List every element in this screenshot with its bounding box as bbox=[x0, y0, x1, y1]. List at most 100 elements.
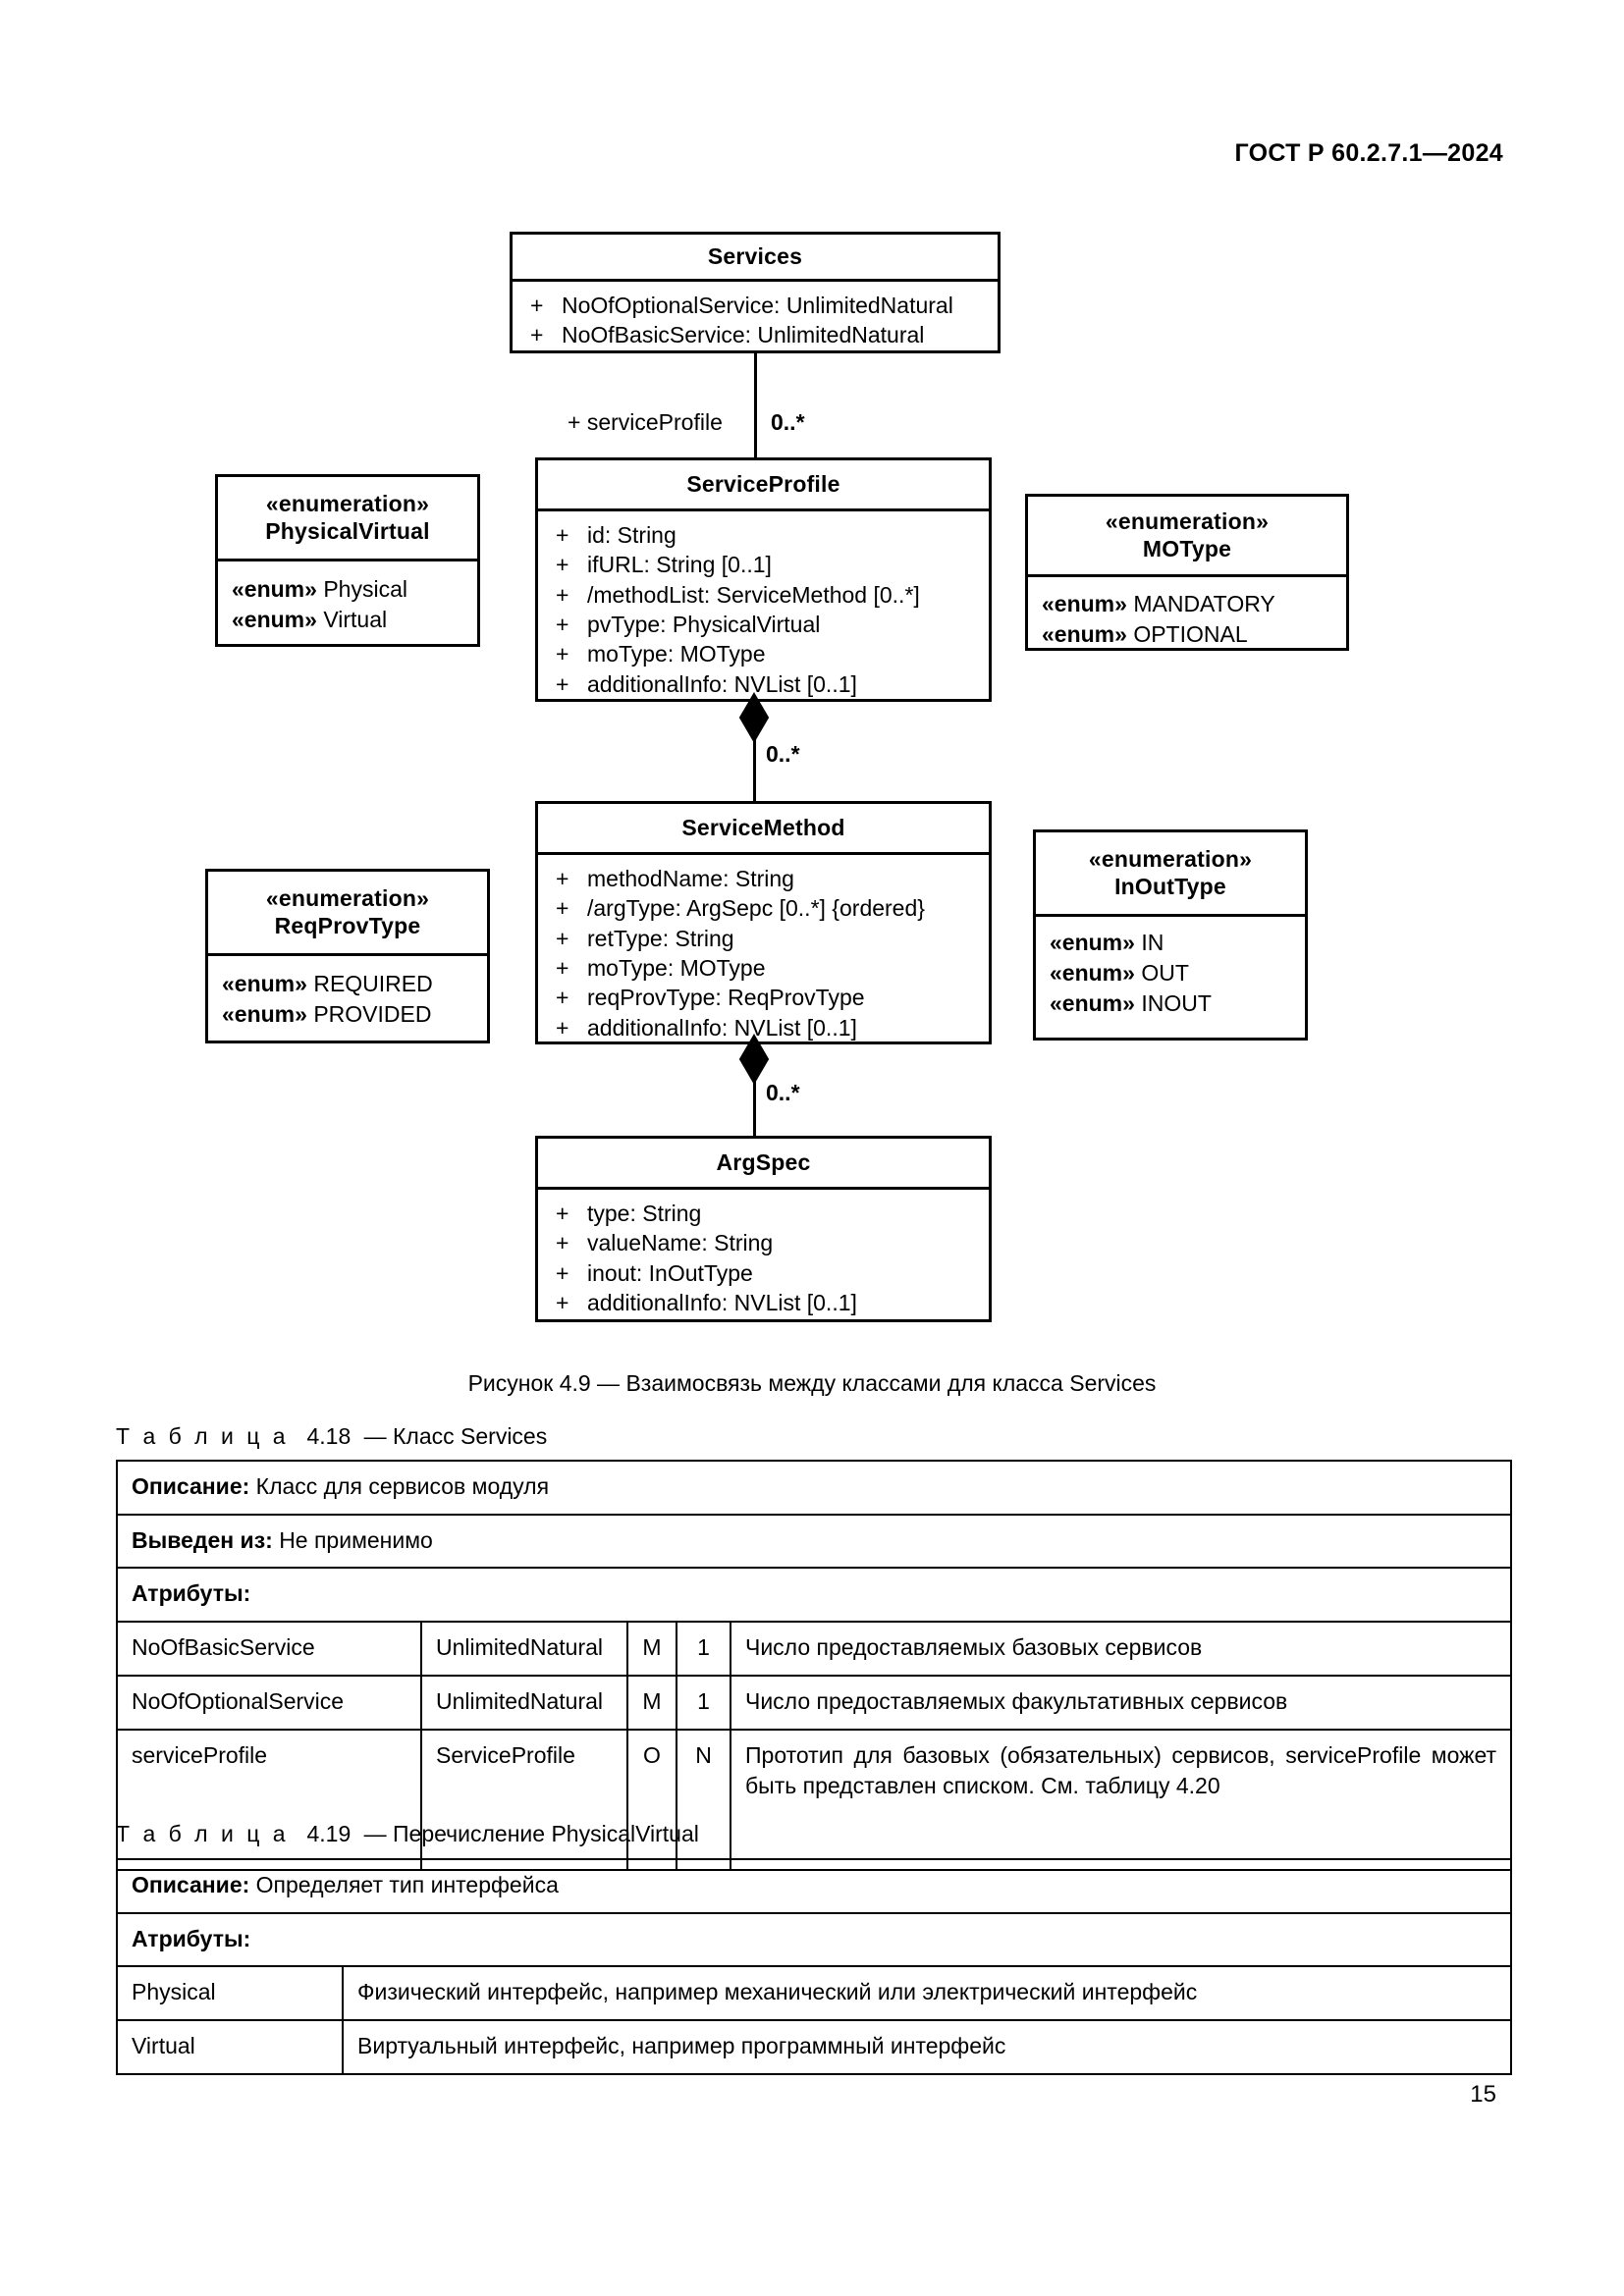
table-caption-number: 4.19 bbox=[306, 1821, 352, 1846]
attributes-label: Атрибуты: bbox=[132, 1580, 251, 1607]
uml-class-services-attributes: + NoOfOptionalService: UnlimitedNatural … bbox=[513, 282, 998, 360]
uml-class-servicemethod-title: ServiceMethod bbox=[681, 815, 845, 840]
attribute-row: + /methodList: ServiceMethod [0..*] bbox=[538, 580, 989, 610]
attribute-row: + additionalInfo: NVList [0..1] bbox=[538, 1013, 989, 1042]
table-row: Атрибуты: bbox=[115, 1567, 1513, 1624]
description-value: Класс для сервисов модуля bbox=[255, 1473, 550, 1499]
attribute-row: + additionalInfo: NVList [0..1] bbox=[538, 669, 989, 699]
attribute-mo-cell: M bbox=[626, 1674, 677, 1731]
attribute-row: + valueName: String bbox=[538, 1228, 989, 1257]
literal-value: INOUT bbox=[1141, 989, 1212, 1016]
literal-value: OPTIONAL bbox=[1133, 620, 1248, 647]
enumeration-name: MOType bbox=[1142, 536, 1232, 562]
attribute-row: + reqProvType: ReqProvType bbox=[538, 983, 989, 1012]
table-cell-description: Описание: Класс для сервисов модуля bbox=[115, 1460, 1513, 1516]
attribute-row: + ifURL: String [0..1] bbox=[538, 550, 989, 579]
literal-stereotype: «enum» bbox=[222, 971, 307, 997]
attribute-name-cell: Virtual bbox=[116, 2019, 344, 2075]
uml-class-diagram: Services + NoOfOptionalService: Unlimite… bbox=[205, 232, 1349, 1322]
attribute-mo-cell: O bbox=[626, 1728, 677, 1871]
attribute-type-cell: UnlimitedNatural bbox=[420, 1674, 628, 1731]
attribute-text: additionalInfo: NVList [0..1] bbox=[587, 1290, 857, 1316]
stereotype-label: «enumeration» bbox=[265, 885, 430, 911]
uml-class-servicemethod: ServiceMethod + methodName: String + /ar… bbox=[535, 801, 992, 1044]
literal-stereotype: «enum» bbox=[232, 576, 317, 603]
visibility-marker: + bbox=[556, 1259, 569, 1286]
uml-divider bbox=[538, 1187, 989, 1191]
attribute-cardinality-cell: 1 bbox=[676, 1674, 731, 1731]
table-row: serviceProfile ServiceProfile O N Протот… bbox=[116, 1728, 1513, 1871]
association-role-label: + serviceProfile bbox=[568, 409, 723, 435]
description-label: Описание: bbox=[132, 1872, 250, 1897]
attributes-label: Атрибуты: bbox=[132, 1925, 251, 1951]
attribute-row: + /argType: ArgSepc [0..*] {ordered} bbox=[538, 893, 989, 923]
association-multiplicity: 0..* bbox=[766, 741, 800, 767]
enumeration-literal: «enum» Virtual bbox=[218, 605, 477, 635]
uml-divider bbox=[513, 279, 998, 283]
table-row: Описание: Определяет тип интерфейса bbox=[115, 1858, 1513, 1914]
attribute-text: additionalInfo: NVList [0..1] bbox=[587, 1014, 857, 1041]
uml-divider bbox=[538, 508, 989, 512]
page-number: 15 bbox=[1470, 2081, 1496, 2108]
uml-enumeration-physicalvirtual-literals: «enum» Physical «enum» Virtual bbox=[218, 561, 477, 645]
table-caption-number: 4.18 bbox=[306, 1423, 352, 1449]
uml-divider bbox=[538, 852, 989, 856]
attribute-text: additionalInfo: NVList [0..1] bbox=[587, 670, 857, 697]
literal-stereotype: «enum» bbox=[222, 1000, 307, 1027]
visibility-marker: + bbox=[556, 612, 569, 638]
attribute-row: + NoOfOptionalService: UnlimitedNatural bbox=[513, 291, 998, 320]
visibility-marker: + bbox=[556, 670, 569, 697]
literal-value: Physical bbox=[323, 576, 407, 603]
literal-stereotype: «enum» bbox=[1050, 989, 1135, 1016]
attribute-description-cell: Число предоставляемых факультативных сер… bbox=[729, 1674, 1513, 1731]
association-multiplicity: 0..* bbox=[766, 1080, 800, 1105]
uml-enumeration-inouttype-title: «enumeration» InOutType bbox=[1036, 832, 1305, 914]
attribute-name-cell: Physical bbox=[116, 1965, 344, 2022]
visibility-marker: + bbox=[556, 1230, 569, 1256]
attribute-row: + type: String bbox=[538, 1199, 989, 1228]
visibility-marker: + bbox=[530, 322, 544, 348]
attribute-text: methodName: String bbox=[587, 866, 794, 892]
table-row: Virtual Виртуальный интерфейс, например … bbox=[116, 2019, 1513, 2075]
attribute-row: + id: String bbox=[538, 520, 989, 550]
attribute-text: valueName: String bbox=[587, 1230, 774, 1256]
table-4-18: Описание: Класс для сервисов модуля Выве… bbox=[115, 1460, 1513, 1871]
attribute-text: NoOfOptionalService: UnlimitedNatural bbox=[562, 293, 953, 319]
literal-value: MANDATORY bbox=[1133, 591, 1275, 617]
literal-value: PROVIDED bbox=[313, 1000, 432, 1027]
attribute-row: + NoOfBasicService: UnlimitedNatural bbox=[513, 320, 998, 349]
enumeration-literal: «enum» PROVIDED bbox=[208, 999, 487, 1030]
uml-divider bbox=[208, 953, 487, 957]
visibility-marker: + bbox=[556, 552, 569, 578]
table-caption-prefix: Т а б л и ц а bbox=[116, 1821, 290, 1846]
derived-from-value: Не применимо bbox=[279, 1526, 433, 1553]
table-row: Атрибуты: bbox=[115, 1911, 1513, 1968]
table-cell-attributes-header: Атрибуты: bbox=[115, 1567, 1513, 1624]
stereotype-label: «enumeration» bbox=[1088, 846, 1253, 872]
literal-stereotype: «enum» bbox=[1042, 620, 1127, 647]
attribute-type-cell: ServiceProfile bbox=[420, 1728, 628, 1871]
visibility-marker: + bbox=[556, 641, 569, 667]
visibility-marker: + bbox=[556, 1014, 569, 1041]
table-caption-prefix: Т а б л и ц а bbox=[116, 1423, 290, 1449]
attribute-text: retType: String bbox=[587, 925, 734, 951]
association-line-servicemethod-argspec bbox=[753, 1076, 756, 1145]
enumeration-name: ReqProvType bbox=[274, 913, 421, 939]
visibility-marker: + bbox=[556, 955, 569, 982]
table-row: Описание: Класс для сервисов модуля bbox=[115, 1460, 1513, 1516]
enumeration-literal: «enum» MANDATORY bbox=[1028, 589, 1346, 619]
uml-enumeration-inouttype-literals: «enum» IN «enum» OUT «enum» INOUT bbox=[1036, 917, 1305, 1028]
attribute-cardinality-cell: N bbox=[676, 1728, 731, 1871]
attribute-description-cell: Физический интерфейс, например механичес… bbox=[341, 1965, 1513, 2022]
visibility-marker: + bbox=[556, 895, 569, 922]
uml-class-argspec: ArgSpec + type: String + valueName: Stri… bbox=[535, 1136, 992, 1322]
figure-caption: Рисунок 4.9 — Взаимосвязь между классами… bbox=[467, 1370, 1157, 1396]
literal-stereotype: «enum» bbox=[1050, 959, 1135, 986]
table-row: Physical Физический интерфейс, например … bbox=[116, 1965, 1513, 2022]
table-row: NoOfBasicService UnlimitedNatural M 1 Чи… bbox=[116, 1621, 1513, 1677]
uml-class-argspec-title: ArgSpec bbox=[716, 1149, 811, 1175]
attribute-name-cell: NoOfOptionalService bbox=[116, 1674, 422, 1731]
attribute-text: moType: MOType bbox=[587, 641, 766, 667]
attribute-row: + inout: InOutType bbox=[538, 1258, 989, 1288]
attribute-row: + retType: String bbox=[538, 924, 989, 953]
